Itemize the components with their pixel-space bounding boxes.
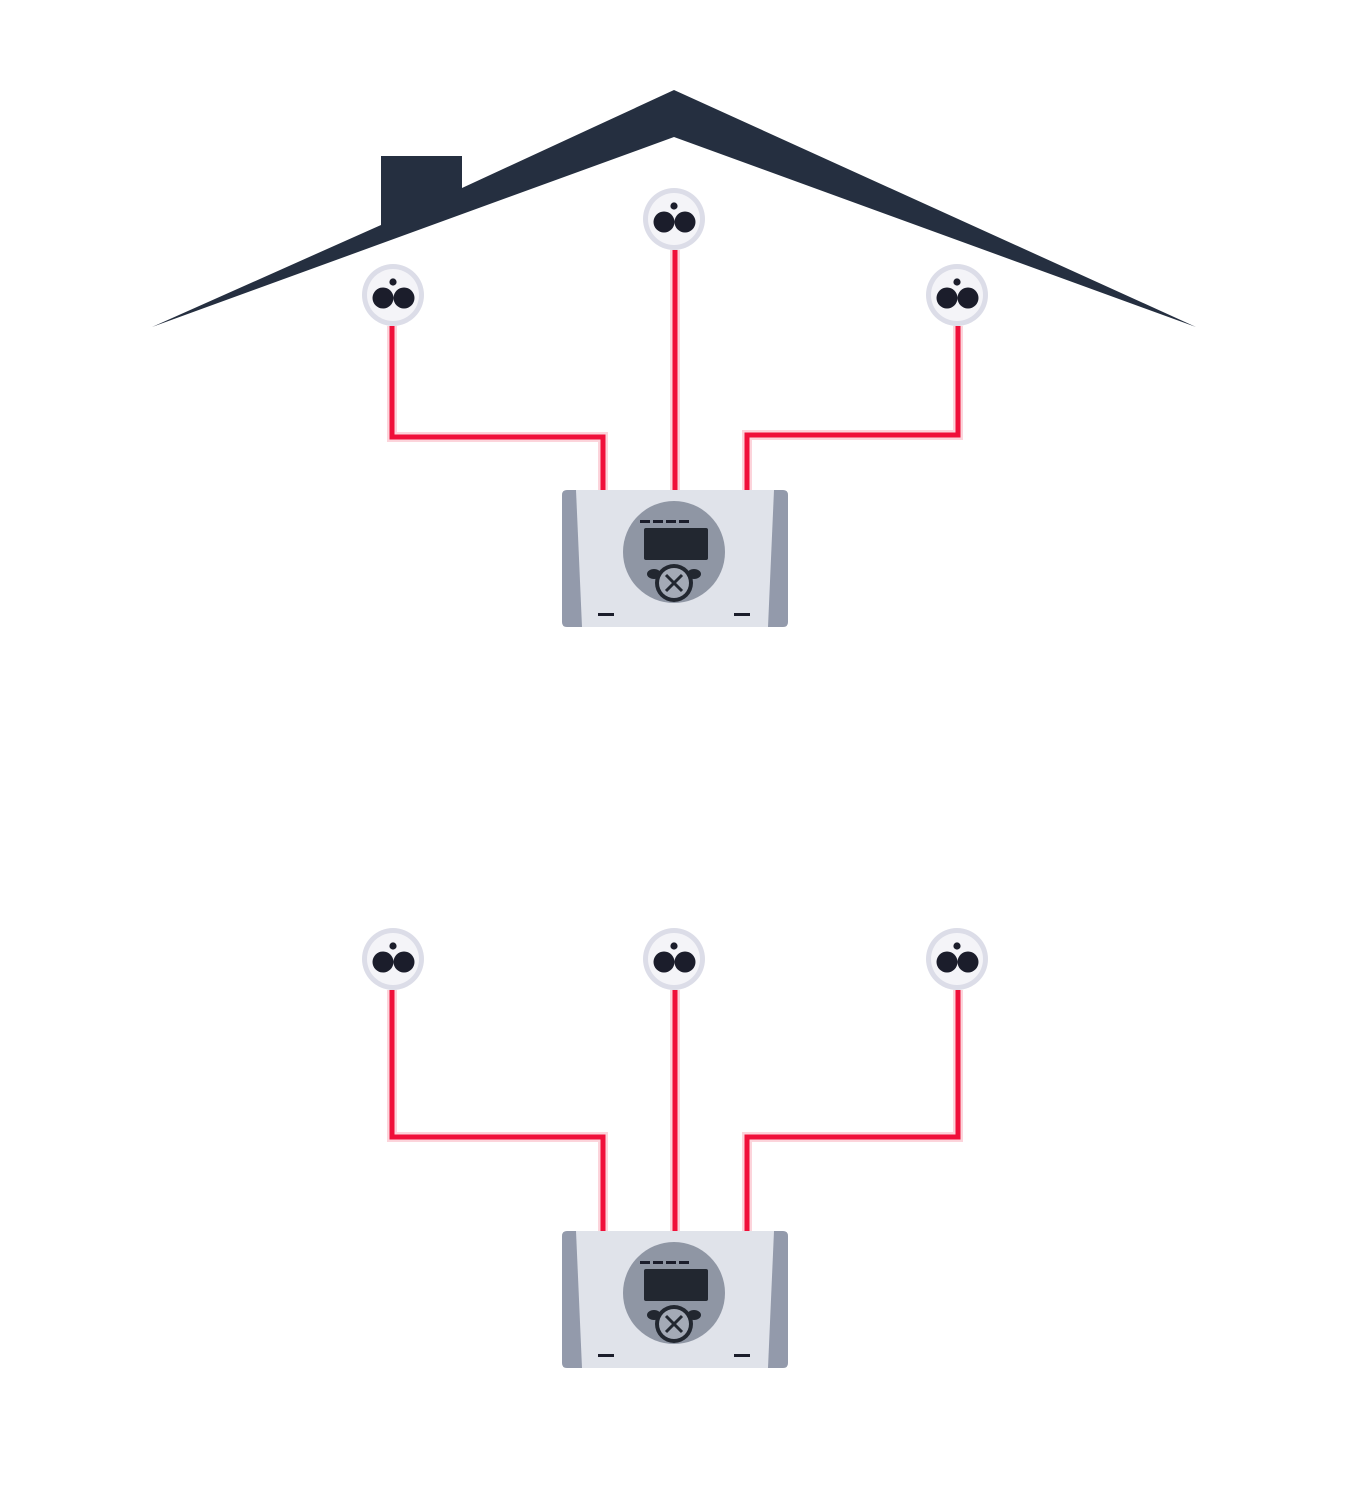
lower-detectors xyxy=(362,928,988,990)
smoke-detector-icon xyxy=(926,928,988,990)
upper-diagram xyxy=(152,90,1196,629)
lower-diagram xyxy=(362,928,988,1370)
smoke-detector-icon xyxy=(643,188,705,250)
wire-right xyxy=(744,990,961,1231)
upper-wires xyxy=(387,250,963,490)
wire-right xyxy=(744,326,961,490)
smoke-detector-icon xyxy=(362,264,424,326)
smoke-detector-icon xyxy=(643,928,705,990)
lower-wires xyxy=(387,990,963,1231)
smoke-detector-icon xyxy=(926,264,988,326)
wire-left xyxy=(389,990,606,1231)
control-panel-icon xyxy=(560,1229,790,1370)
control-panel-icon xyxy=(560,488,790,629)
wire-left xyxy=(389,326,606,490)
smoke-detector-icon xyxy=(362,928,424,990)
